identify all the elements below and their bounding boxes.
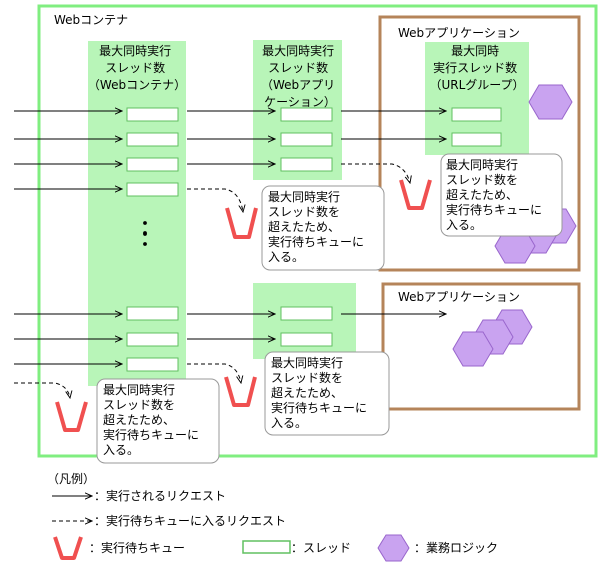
thread (126, 132, 179, 147)
web-container-label: Webコンテナ (54, 13, 128, 27)
queue-icon (399, 179, 432, 210)
legend-request-label: ：実行されるリクエスト (94, 488, 226, 503)
note-4: 最大同時実行 スレッド数を 超えたため、 実行待ちキューに 入る。 (96, 378, 220, 464)
legend-title: （凡例） (47, 472, 95, 486)
app-thread-column-2 (253, 283, 356, 359)
svg-text:最大同時実行 スレッド数を 超えたた: 最大同時実行 スレッド数を 超えたため、 実行待ちキューに 入る。 (271, 355, 371, 430)
web-app-label-2: Webアプリケーション (398, 290, 520, 304)
thread (451, 132, 502, 147)
url-max-heading: 最大同時 実行スレッド数 （URLグループ） (429, 44, 524, 92)
thread (126, 306, 179, 321)
web-app-box-2 (381, 282, 581, 411)
request-arrows (14, 111, 446, 364)
web-container-box (37, 4, 598, 458)
web-app-label-1: Webアプリケーション (398, 26, 520, 40)
legend-queue-icon (53, 536, 83, 560)
svg-text:最大同時実行 スレッド数を 超えたた: 最大同時実行 スレッド数を 超えたため、 実行待ちキューに 入る。 (446, 157, 546, 232)
business-logic-icon (528, 84, 573, 120)
legend-logic-icon (377, 534, 410, 562)
ellipsis: ： (140, 226, 160, 250)
note-3: 最大同時実行 スレッド数を 超えたため、 実行待ちキューに 入る。 (264, 351, 390, 436)
svg-text:最大同時実行 スレッド数を 超えたた: 最大同時実行 スレッド数を 超えたため、 実行待ちキューに 入る。 (103, 382, 203, 457)
thread (280, 332, 333, 347)
app-max-heading: 最大同時実行 スレッド数 （Webアプリ ケーション） (261, 43, 339, 109)
thread (126, 332, 179, 347)
note-2: 最大同時実行 スレッド数を 超えたため、 実行待ちキューに 入る。 (440, 153, 563, 237)
legend-logic-label: ：業務ロジック (414, 541, 498, 555)
thread (126, 107, 179, 122)
thread (451, 107, 502, 122)
thread (280, 306, 333, 321)
ellipsis-lower: ： (140, 215, 160, 239)
legend: （凡例） ：実行されるリクエスト ：実行待ちキューに入るリクエスト ：実行待ちキ… (47, 472, 498, 562)
legend-queue-label: ：実行待ちキュー (89, 540, 185, 555)
svg-text:最大同時実行 スレッド数を 超えたた: 最大同時実行 スレッド数を 超えたため、 実行待ちキューに 入る。 (268, 189, 368, 264)
thread (126, 182, 179, 197)
legend-queued-label: ：実行待ちキューに入るリクエスト (94, 513, 286, 528)
thread (280, 132, 333, 147)
thread (126, 357, 179, 372)
note-1: 最大同時実行 スレッド数を 超えたため、 実行待ちキューに 入る。 (261, 185, 385, 271)
thread (280, 107, 333, 122)
container-thread-column (88, 41, 186, 386)
legend-thread-label: ：スレッド (291, 541, 351, 555)
legend-thread-icon (242, 540, 291, 554)
queue-icon (55, 401, 88, 432)
queue-icon (225, 207, 258, 239)
thread (126, 157, 179, 172)
queued-request-arrows (14, 163, 410, 398)
business-logic-icon (452, 331, 494, 367)
thread (280, 157, 333, 172)
queue-icon (224, 376, 257, 407)
business-logic-group-2 (452, 309, 533, 367)
web-app-box-1 (378, 15, 581, 272)
container-max-heading: 最大同時実行 スレッド数 （Webコンテナ） (88, 43, 186, 92)
